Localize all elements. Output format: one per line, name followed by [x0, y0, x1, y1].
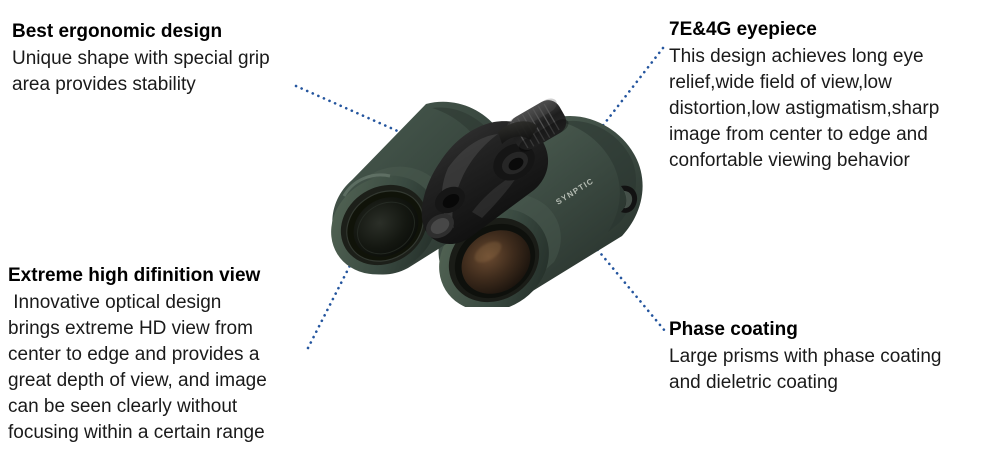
callout-eyepiece-line-1: This design achieves long eye — [669, 46, 924, 67]
callout-ergonomic-line-1: Unique shape with special grip — [12, 48, 270, 69]
eyepiece-assembly — [493, 143, 535, 181]
eyecup-collar — [498, 121, 538, 144]
eyepiece-left — [435, 186, 465, 214]
callout-phase-coating-body: Large prisms with phase coating and diel… — [669, 344, 994, 396]
callout-hd-view-line-2: brings extreme HD view from — [8, 318, 253, 339]
callout-ergonomic-heading: Best ergonomic design — [12, 21, 223, 42]
callout-hd-view-line-5: can be seen clearly without — [8, 396, 238, 417]
callout-hd-view: Extreme high difinition view Innovative … — [8, 264, 338, 446]
objective-lens-left — [353, 197, 419, 257]
callout-ergonomic-body: Unique shape with special grip area prov… — [12, 46, 342, 98]
callout-hd-view-line-6: focusing within a certain range — [8, 422, 265, 443]
strap-lug-right — [621, 185, 638, 213]
callout-eyepiece-heading: 7E&4G eyepiece — [669, 19, 817, 40]
callout-eyepiece-line-2: relief,wide field of view,low — [669, 72, 892, 93]
objective-lens-right — [461, 230, 531, 294]
callout-hd-view-body: Innovative optical design brings extreme… — [8, 290, 338, 446]
callout-phase-coating-heading: Phase coating — [669, 319, 798, 340]
callout-phase-coating-line-1: Large prisms with phase coating — [669, 346, 942, 367]
callout-eyepiece-line-3: distortion,low astigmatism,sharp — [669, 98, 940, 119]
callout-phase-coating-line-2: and dieletric coating — [669, 372, 838, 393]
callout-hd-view-line-4: great depth of view, and image — [8, 370, 267, 391]
callout-hd-view-heading: Extreme high difinition view — [8, 265, 261, 286]
callout-eyepiece-line-4: image from center to edge and — [669, 124, 928, 145]
callout-ergonomic-line-2: area provides stability — [12, 74, 196, 95]
callout-phase-coating: Phase coating Large prisms with phase co… — [669, 318, 994, 396]
callout-eyepiece-line-5: confortable viewing behavior — [669, 150, 910, 171]
hinge-pivot — [426, 213, 454, 239]
binoculars-product-image: SYNPTIC — [322, 92, 672, 307]
callout-ergonomic: Best ergonomic design Unique shape with … — [12, 20, 342, 98]
center-bridge — [421, 121, 549, 245]
callout-eyepiece: 7E&4G eyepiece This design achieves long… — [669, 18, 989, 174]
left-barrel — [331, 101, 513, 275]
callout-eyepiece-body: This design achieves long eye relief,wid… — [669, 44, 989, 174]
callout-hd-view-line-1: Innovative optical design — [8, 292, 222, 313]
callout-hd-view-line-3: center to edge and provides a — [8, 344, 260, 365]
